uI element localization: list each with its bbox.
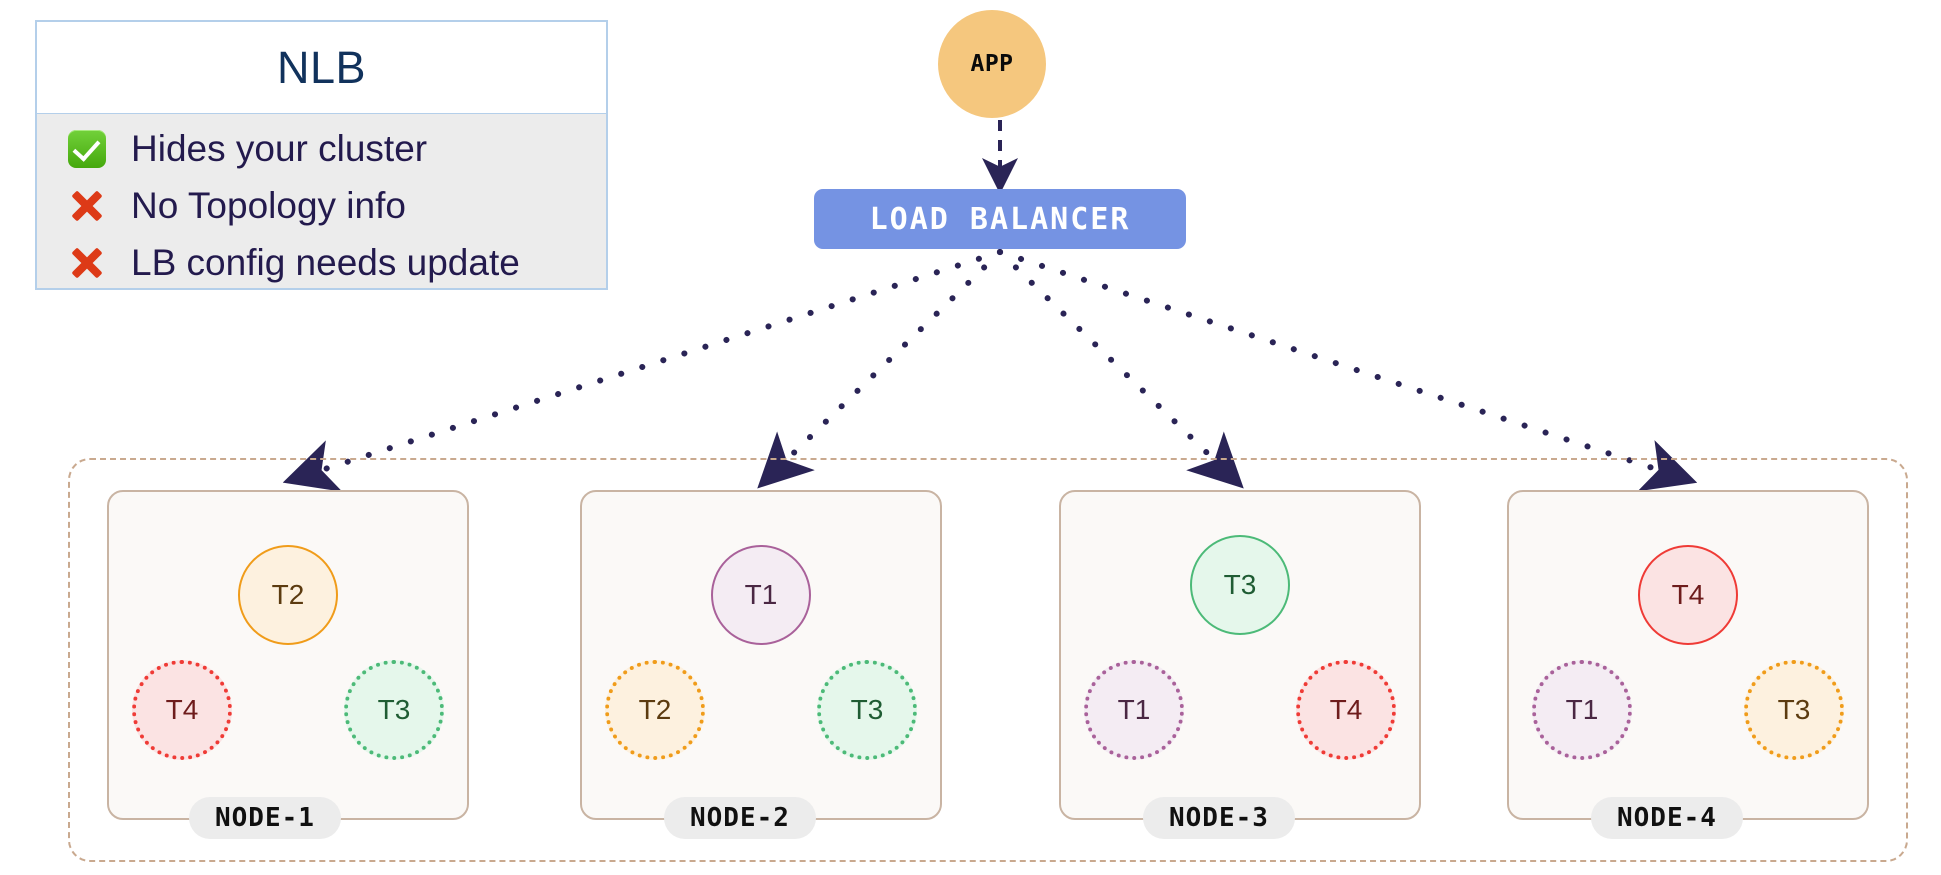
task-label: T2 (271, 579, 305, 610)
app-node-label: APP (970, 51, 1014, 77)
task-replica[interactable]: T3 (1744, 660, 1844, 760)
node-label: NODE-3 (1169, 803, 1269, 833)
load-balancer-node[interactable]: LOAD BALANCER (814, 189, 1186, 249)
task-replica[interactable]: T4 (1296, 660, 1396, 760)
node-label-pill: NODE-1 (189, 797, 341, 839)
task-label: T1 (744, 579, 778, 610)
task-label: T3 (377, 694, 411, 725)
legend-item-label: LB config needs update (131, 241, 520, 283)
task-label: T3 (1223, 569, 1257, 600)
legend-item-0: Hides your cluster (59, 120, 606, 177)
legend-list: Hides your cluster No Topology info LB c… (37, 114, 606, 291)
node-label-pill: NODE-3 (1143, 797, 1295, 839)
task-replica[interactable]: T3 (817, 660, 917, 760)
edge-lb-to-node-4 (997, 249, 1698, 492)
task-primary[interactable]: T2 (238, 545, 338, 645)
task-label: T2 (638, 694, 672, 725)
task-label: T4 (1671, 579, 1705, 610)
edge-lb-to-node-2 (757, 249, 1003, 489)
task-replica[interactable]: T2 (605, 660, 705, 760)
check-icon (59, 129, 115, 168)
node-box[interactable] (1507, 490, 1869, 820)
task-label: T1 (1565, 694, 1599, 725)
legend-item-label: Hides your cluster (131, 127, 428, 169)
node-box[interactable] (107, 490, 469, 820)
node-label: NODE-1 (215, 803, 315, 833)
task-replica[interactable]: T1 (1084, 660, 1184, 760)
task-label: T3 (850, 694, 884, 725)
task-primary[interactable]: T3 (1190, 535, 1290, 635)
node-box[interactable] (580, 490, 942, 820)
task-replica[interactable]: T3 (344, 660, 444, 760)
task-label: T4 (1329, 694, 1363, 725)
node-label: NODE-4 (1617, 803, 1717, 833)
task-replica[interactable]: T4 (132, 660, 232, 760)
edge-lb-to-node-3 (997, 249, 1244, 489)
cross-icon (59, 186, 115, 226)
task-label: T1 (1117, 694, 1151, 725)
node-label-pill: NODE-4 (1591, 797, 1743, 839)
app-node[interactable]: APP (938, 10, 1046, 118)
task-label: T3 (1777, 694, 1811, 725)
task-primary[interactable]: T1 (711, 545, 811, 645)
nlb-legend-card: NLB Hides your cluster No Topology info … (35, 20, 608, 290)
legend-item-2: LB config needs update (59, 234, 606, 291)
task-replica[interactable]: T1 (1532, 660, 1632, 760)
cross-icon (59, 243, 115, 283)
task-primary[interactable]: T4 (1638, 545, 1738, 645)
node-label: NODE-2 (690, 803, 790, 833)
legend-item-label: No Topology info (131, 184, 406, 226)
node-label-pill: NODE-2 (664, 797, 816, 839)
task-label: T4 (165, 694, 199, 725)
cluster-boundary (68, 458, 1908, 862)
legend-title-bar: NLB (37, 22, 606, 114)
legend-item-1: No Topology info (59, 177, 606, 234)
load-balancer-label: LOAD BALANCER (869, 201, 1131, 237)
legend-title: NLB (276, 41, 367, 93)
